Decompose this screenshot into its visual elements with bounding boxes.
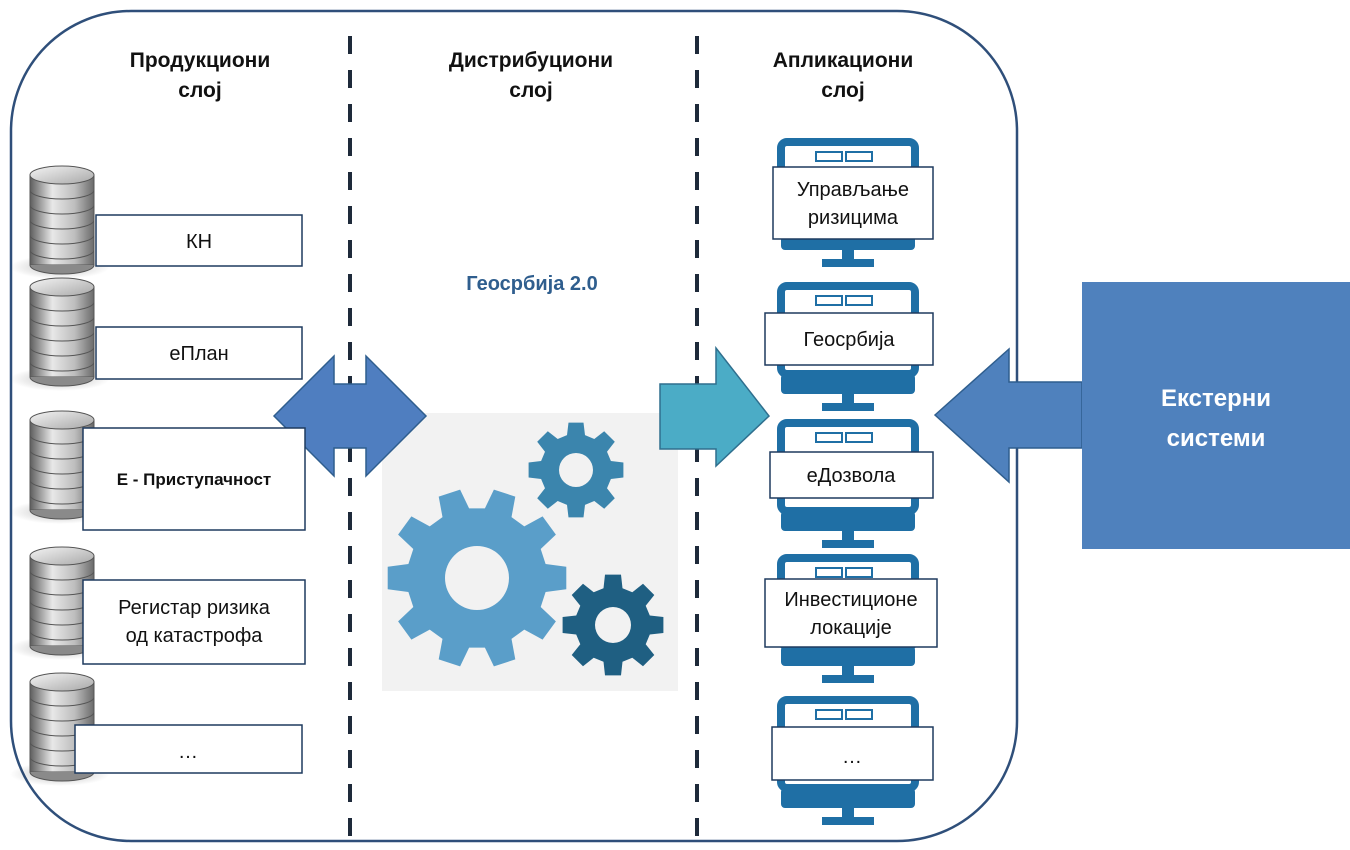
svg-text:Геосрбија: Геосрбија [803,329,895,351]
database-icon [10,277,110,391]
distribution-layer-title: Дистрибуциони слој [449,49,613,102]
external-systems-label: Екстерни системи [1161,385,1271,452]
distribution-hub-label: Геосрбија 2.0 [466,273,597,295]
external-systems-box [1082,282,1350,549]
svg-text:еДозвола: еДозвола [807,465,897,487]
application-layer-title: Апликациони слој [773,49,914,102]
svg-text:Регистар ризика: Регистар ризика [118,597,271,619]
svg-text:Екстерни: Екстерни [1161,385,1271,412]
svg-text:КН: КН [186,231,212,253]
svg-text:слој: слој [821,79,864,102]
arrow-distribution-application [659,345,771,468]
application-item-geosrbija: Геосрбија [764,312,934,366]
svg-text:слој: слој [178,79,221,102]
application-item-investicione-lokacije: Инвестиционе локације [764,578,938,648]
svg-text:Апликациони: Апликациони [773,49,914,72]
database-icon [10,165,110,279]
gear-icon [562,574,664,676]
gear-icon [387,489,567,667]
svg-text:…: … [842,746,862,768]
svg-text:Управљање: Управљање [797,179,909,201]
production-item-e-pristupachnost: Е - Приступачност [82,427,306,531]
svg-text:Продукциони: Продукциони [130,49,271,72]
svg-text:локације: локације [810,617,892,639]
svg-text:…: … [178,741,198,763]
svg-text:слој: слој [509,79,552,102]
application-item-upravljanje-rizicima: Управљање ризицима [772,166,934,240]
svg-text:еПлан: еПлан [169,343,228,365]
production-item-kn: КН [95,214,303,267]
svg-text:Дистрибуциони: Дистрибуциони [449,49,613,72]
gear-icon [528,422,624,518]
double-arrow-production-distribution [272,354,428,478]
application-item-more: … [771,726,934,781]
arrow-external-application [933,347,1083,484]
svg-text:ризицима: ризицима [808,207,899,229]
production-layer-title: Продукциони слој [130,49,271,102]
production-item-more: … [74,724,303,774]
production-item-registar-rizika: Регистар ризика од катастрофа [82,579,306,665]
svg-text:Инвестиционе: Инвестиционе [784,589,917,611]
svg-text:системи: системи [1167,425,1266,452]
svg-text:Е - Приступачност: Е - Приступачност [117,470,272,489]
svg-text:од катастрофа: од катастрофа [126,625,264,647]
application-item-edozvola: еДозвола [769,451,934,499]
production-item-eplan: еПлан [95,326,303,380]
